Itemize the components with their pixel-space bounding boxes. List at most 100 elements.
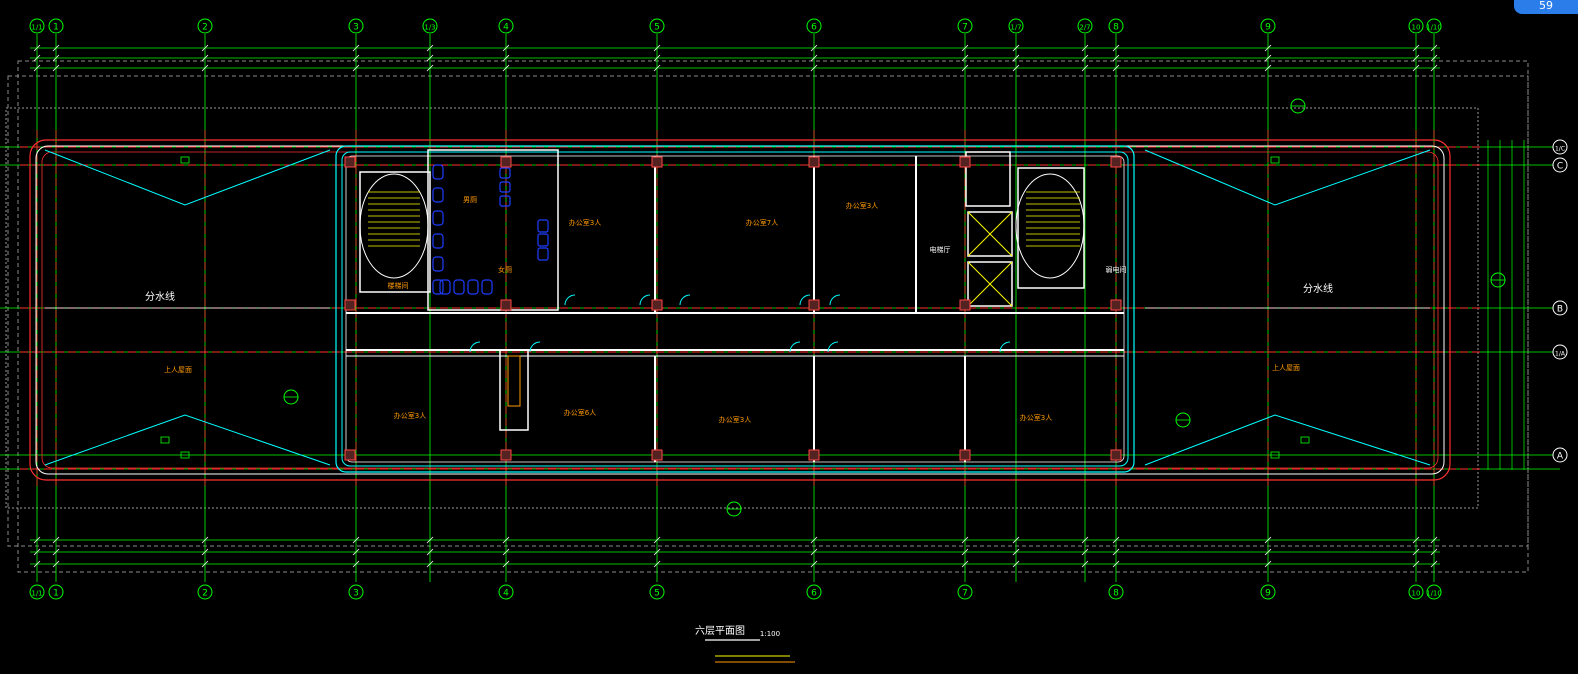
- dimension-tick: [1264, 560, 1272, 568]
- label-toilet-m: 男厕: [463, 196, 477, 204]
- dimension-tick: [52, 54, 60, 62]
- dimension-tick: [653, 560, 661, 568]
- dimension-tick: [961, 44, 969, 52]
- dimension-tick: [961, 548, 969, 556]
- column: [344, 449, 356, 461]
- door-arc: [829, 294, 841, 306]
- dimension-tick: [961, 64, 969, 72]
- dimension-tick: [1012, 44, 1020, 52]
- dimension-tick: [33, 64, 41, 72]
- toilet-fixture: [432, 256, 444, 272]
- axis-label: C: [1557, 162, 1563, 172]
- axis-bubble: [197, 584, 213, 600]
- dimension-tick: [653, 64, 661, 72]
- axis-label: 6: [811, 589, 817, 599]
- dimension-tick: [426, 548, 434, 556]
- dimension-tick: [1430, 548, 1438, 556]
- dimension-tick: [201, 560, 209, 568]
- toilet-fixture: [467, 279, 479, 295]
- axis-label: 7: [962, 589, 968, 599]
- roof-drain: [1270, 156, 1280, 164]
- dimension-tick: [961, 536, 969, 544]
- inner-dashed-boundary: [7, 75, 1529, 547]
- sink-fixture: [499, 181, 511, 193]
- axis-label: 9: [1265, 589, 1271, 599]
- axis-label: 10: [1412, 590, 1421, 598]
- building-curtain-inner: [341, 151, 1129, 467]
- axis-bubble: [48, 584, 64, 600]
- dimension-tick: [502, 54, 510, 62]
- notification-badge[interactable]: 59: [1514, 0, 1578, 14]
- dimension-tick: [1081, 44, 1089, 52]
- dimension-tick: [352, 548, 360, 556]
- axis-bubble: [1552, 157, 1568, 173]
- axis-bubble: [1108, 18, 1124, 34]
- dimension-tick: [1112, 54, 1120, 62]
- elevator-2: [967, 261, 1013, 307]
- dimension-tick: [1012, 54, 1020, 62]
- shaft-inner: [507, 355, 521, 407]
- axis-bubble: [1552, 344, 1568, 360]
- dimension-tick: [33, 54, 41, 62]
- dimension-tick: [1412, 536, 1420, 544]
- axis-label: 1/10: [1426, 590, 1442, 598]
- toilet-fixture: [432, 210, 444, 226]
- axis-bubble: [348, 584, 364, 600]
- axis-label: 2: [202, 23, 208, 33]
- label-divide-left: 分水线: [145, 290, 175, 303]
- dimension-tick: [1264, 64, 1272, 72]
- axis-bubble: [957, 18, 973, 34]
- axis-label: 4: [503, 589, 509, 599]
- axis-bubble: [1426, 18, 1442, 34]
- axis-bubble: [1552, 139, 1568, 155]
- column: [959, 449, 971, 461]
- column: [344, 299, 356, 311]
- axis-label: 1/C: [1555, 146, 1565, 153]
- elevator-cross: [967, 261, 1013, 307]
- dimension-tick: [1412, 548, 1420, 556]
- door-arc: [827, 341, 839, 353]
- axis-bubble: [1108, 584, 1124, 600]
- door-arc: [999, 341, 1011, 353]
- roof-parapet-outer: [29, 139, 1451, 481]
- dimension-tick: [502, 536, 510, 544]
- roof-parapet-inner: [35, 145, 1445, 475]
- dimension-tick: [1412, 54, 1420, 62]
- axis-bubble: [197, 18, 213, 34]
- axis-label: 1: [53, 589, 59, 599]
- axis-label: 8: [1113, 589, 1119, 599]
- dimension-tick: [52, 560, 60, 568]
- dimension-tick: [1412, 64, 1420, 72]
- axis-bubble: [649, 584, 665, 600]
- dimension-tick: [352, 64, 360, 72]
- dimension-tick: [810, 560, 818, 568]
- axis-bubble: [1552, 300, 1568, 316]
- dimension-tick: [352, 560, 360, 568]
- axis-bubble: [806, 18, 822, 34]
- dimension-tick: [1081, 536, 1089, 544]
- dimension-tick: [1264, 44, 1272, 52]
- column: [344, 156, 356, 168]
- dimension-tick: [653, 536, 661, 544]
- axis-bubble: [1077, 18, 1093, 34]
- roof-drain: [180, 451, 190, 459]
- dimension-tick: [1012, 560, 1020, 568]
- toilet-fixture: [537, 233, 549, 247]
- axis-bubble: [29, 584, 45, 600]
- dimension-tick: [653, 44, 661, 52]
- label-divide-right: 分水线: [1303, 282, 1333, 295]
- dimension-tick: [33, 560, 41, 568]
- dimension-tick: [201, 54, 209, 62]
- dimension-tick: [653, 548, 661, 556]
- dimension-tick: [1112, 64, 1120, 72]
- stair-west-outline: [359, 173, 429, 279]
- roof-drain: [1270, 451, 1280, 459]
- dimension-tick: [201, 64, 209, 72]
- label-office-5: 办公室6人: [564, 408, 596, 417]
- column: [959, 299, 971, 311]
- toilet-fixture: [432, 233, 444, 249]
- axis-label: 5: [654, 589, 660, 599]
- axis-label: 1: [53, 23, 59, 33]
- axis-label: 3: [353, 589, 359, 599]
- dimension-tick: [1081, 560, 1089, 568]
